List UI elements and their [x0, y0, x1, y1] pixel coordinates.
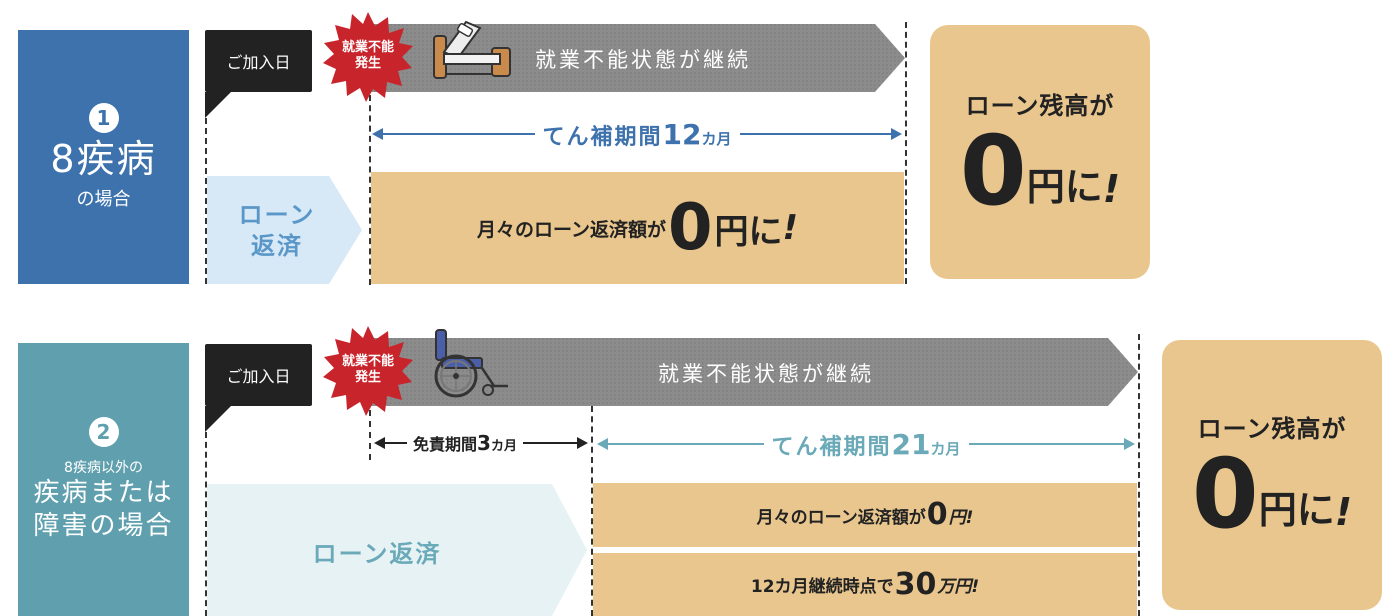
case2-lump-suffix: 万円!	[937, 577, 980, 597]
case2-exempt-text: 免責期間	[413, 435, 478, 454]
case1-incident-line1: 就業不能	[341, 39, 394, 55]
case2-result-zero: 0	[1191, 437, 1259, 550]
case2-exempt-unit: カ月	[490, 439, 517, 454]
case1-label-box: 1 8疾病 の場合	[18, 30, 189, 284]
bed-icon	[428, 16, 516, 86]
case2-period-arrow: てん補期間 21 カ月	[597, 428, 1135, 461]
case2-join-tag-tail	[205, 406, 231, 432]
case2-exempt-arrow: 免責期間 3 カ月	[374, 428, 588, 458]
case1-incident-line	[369, 95, 371, 285]
case1-arrow-line-right	[739, 133, 891, 135]
case1-arrow-left-head	[372, 128, 383, 140]
case1-result-top: ローン残高が	[965, 91, 1115, 120]
case1-incident-burst: 就業不能 発生	[322, 10, 414, 102]
case2-exempt-num: 3	[477, 431, 491, 455]
case2-incident-line2: 発生	[354, 370, 381, 385]
case1-monthly-excl: !	[782, 208, 799, 248]
case2-label-box: 2 8疾病以外の 疾病または 障害の場合	[18, 343, 189, 616]
case2-result-excl: !	[1334, 489, 1353, 534]
case2-lump-sum-box: 12カ月継続時点で 30 万円!	[593, 553, 1137, 616]
case1-result-excl: !	[1102, 166, 1121, 211]
case2-result-top: ローン残高が	[1197, 414, 1347, 443]
case1-incident-line2: 発生	[354, 56, 381, 71]
case2-result-suffix: 円に	[1258, 487, 1335, 532]
case2-monthly-prefix: 月々のローン返済額が	[756, 507, 926, 528]
case2-number: 2	[88, 417, 119, 447]
case2-incident-line	[369, 410, 371, 460]
case2-exempt-line-left	[385, 442, 407, 444]
case2-join-date-label: ご加入日	[226, 367, 291, 386]
case2-loan-repayment-box: ローン返済	[207, 484, 587, 616]
case1-period-label: てん補期間 12 カ月	[535, 118, 740, 151]
case2-result-box: ローン残高が 0 円に !	[1162, 340, 1382, 610]
case2-incident-burst: 就業不能 発生	[322, 324, 414, 416]
case1-loan-line2: 返済	[251, 232, 303, 261]
case2-continuation-band: 就業不能状態が継続	[370, 338, 1138, 406]
case1-period-text: てん補期間	[542, 124, 663, 150]
case2-period-label: てん補期間 21 カ月	[764, 428, 969, 461]
case1-subtitle: の場合	[76, 188, 131, 210]
case1-period-num: 12	[662, 117, 702, 151]
case1-join-date-tag: ご加入日	[205, 30, 312, 92]
case2-monthly-zero: 0	[926, 497, 948, 532]
case1-period-arrow: てん補期間 12 カ月	[372, 118, 902, 151]
case1-join-date-label: ご加入日	[226, 53, 291, 72]
case2-lump-prefix: 12カ月継続時点で	[750, 577, 894, 597]
case1-monthly-prefix: 月々のローン返済額が	[476, 218, 666, 241]
case1-monthly-zero: 0	[668, 191, 713, 265]
case1-number: 1	[88, 103, 119, 134]
case1-result-box: ローン残高が 0 円に !	[930, 25, 1150, 279]
case2-incident-line1: 就業不能	[341, 353, 394, 369]
case1-join-line	[205, 118, 207, 284]
case2-lump-num: 30	[894, 566, 937, 602]
case1-monthly-box: 月々のローン返済額が 0 円に !	[371, 172, 904, 284]
case2-period-text: てん補期間	[771, 434, 892, 460]
case1-arrow-line-left	[383, 133, 535, 135]
case1-result-suffix: 円に	[1026, 164, 1103, 209]
case2-loan-label: ローン返済	[312, 540, 442, 568]
case2-arrow-line-left	[608, 443, 764, 445]
case1-loan-repayment-box: ローン 返済	[207, 176, 362, 284]
case2-monthly-box: 月々のローン返済額が 0 円!	[593, 483, 1137, 547]
case2-exempt-line-right	[522, 442, 577, 444]
case2-monthly-suffix: 円!	[948, 507, 974, 528]
case2-band-text: 就業不能状態が継続	[658, 362, 874, 386]
case2-period-unit: カ月	[930, 439, 961, 458]
case1-period-unit: カ月	[701, 129, 732, 148]
wheelchair-icon	[428, 328, 512, 400]
case1-arrow-right-head	[891, 128, 902, 140]
case1-title: 8疾病	[50, 137, 157, 182]
case2-exempt-label: 免責期間 3 カ月	[407, 431, 523, 455]
case2-join-line	[205, 432, 207, 616]
case1-result-zero: 0	[959, 114, 1027, 227]
case2-end-line	[1138, 334, 1140, 616]
case2-join-date-tag: ご加入日	[205, 344, 312, 406]
case2-title-line1: 疾病または	[33, 478, 174, 508]
case2-title-line2: 障害の場合	[33, 510, 174, 541]
case2-arrow-line-right	[968, 443, 1124, 445]
case2-arrow-left-head	[597, 438, 608, 450]
case2-arrow-right-head	[1124, 438, 1135, 450]
case2-exempt-left-head	[374, 437, 385, 449]
case2-title-small: 8疾病以外の	[64, 460, 143, 476]
case2-exempt-right-head	[577, 437, 588, 449]
case1-loan-line1: ローン	[238, 201, 316, 229]
case1-band-text: 就業不能状態が継続	[535, 48, 751, 72]
case1-join-tag-tail	[205, 92, 231, 118]
case2-exempt-end-line	[591, 406, 593, 616]
case2-period-num: 21	[891, 427, 931, 461]
case1-monthly-suffix: 円に	[714, 211, 783, 252]
case1-end-line	[905, 22, 907, 284]
